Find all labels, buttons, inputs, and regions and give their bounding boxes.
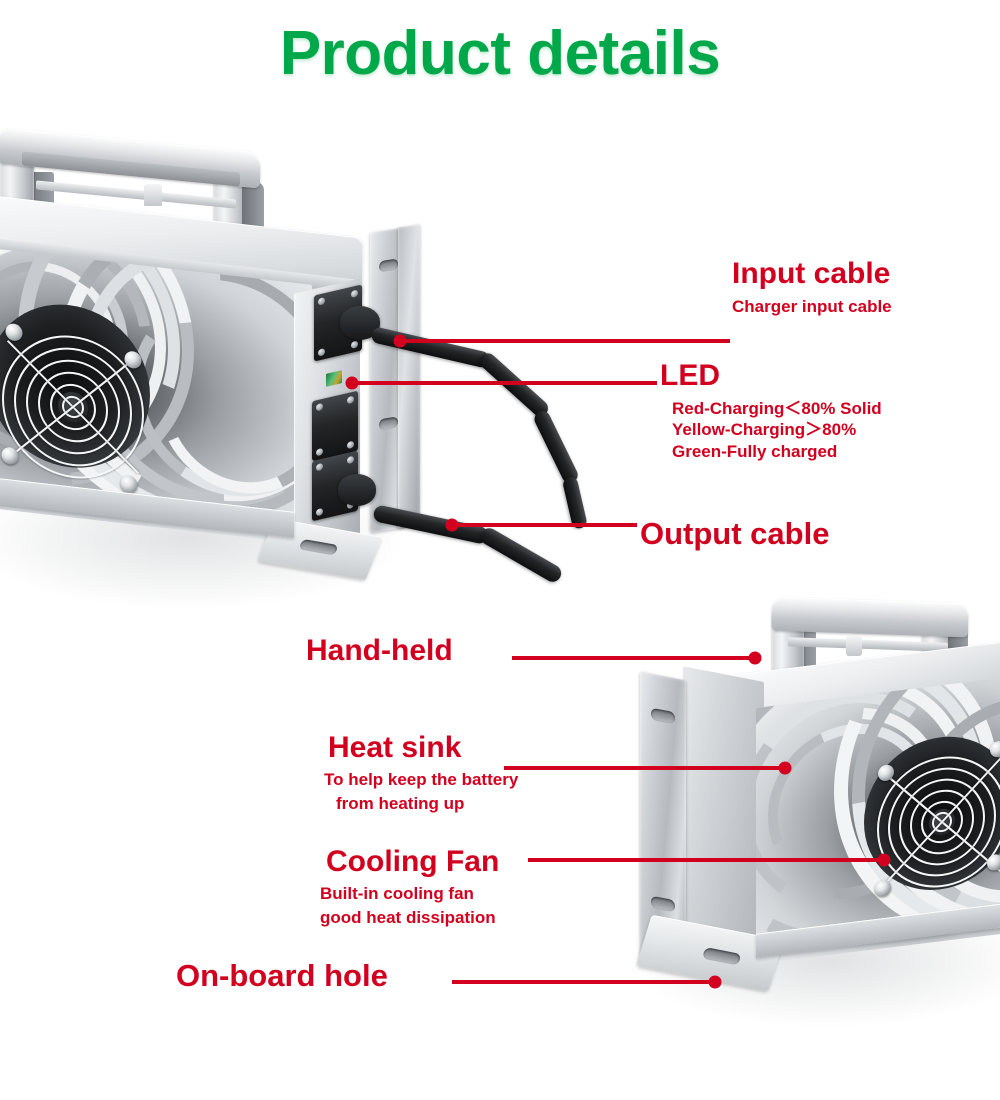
leader-dot-output-cable [445, 518, 459, 532]
rear-side-wall [682, 666, 764, 950]
leader-dot-on-board-hole [708, 975, 722, 989]
grille-screw [874, 879, 891, 898]
handle-tab [846, 636, 862, 656]
leader-dot-led [345, 376, 359, 390]
callout-subline: Charger input cable [732, 296, 892, 316]
bracket-slot [651, 895, 675, 913]
callout-input-cable: Input cable Charger input cable [732, 258, 892, 317]
callout-subline: good heat dissipation [320, 908, 496, 928]
callout-subline: Red-Charging＜80% Solid [672, 398, 882, 418]
callout-heat-sink: Heat sink To help keep the battery from … [324, 731, 518, 815]
leader-dot-cooling-fan [877, 853, 891, 867]
leader-dot-input-cable [393, 334, 407, 348]
leader-line-output-cable [452, 523, 637, 527]
callout-subline: To help keep the battery [324, 769, 519, 789]
callout-hand-held: Hand-held [306, 635, 453, 667]
cooling-fan-grille-front [0, 312, 158, 501]
page-title: Product details [279, 19, 721, 88]
leader-line-led [352, 381, 657, 385]
leader-line-hand-held [512, 656, 757, 660]
callout-title: On-board hole [176, 958, 388, 993]
bracket-slot [379, 258, 398, 273]
callout-title: Cooling Fan [326, 845, 500, 878]
mid-connector-block [312, 390, 358, 462]
callout-output-cable: Output cable [640, 516, 830, 551]
output-cable-boot [338, 474, 376, 506]
grille-screw [987, 853, 1000, 872]
leader-line-input-cable [400, 339, 730, 343]
leader-line-heat-sink [504, 766, 787, 770]
foot-slot [298, 538, 339, 556]
bracket-slot [651, 707, 675, 725]
leader-line-on-board-hole [452, 980, 717, 984]
callout-title: Input cable [732, 257, 891, 290]
callout-title: Heat sink [328, 731, 462, 764]
callout-title: LED [660, 359, 720, 392]
grille-screw [990, 740, 1000, 759]
callout-subline: Green-Fully charged [672, 442, 838, 461]
handle-tab [144, 184, 162, 206]
callout-subline: from heating up [336, 794, 465, 814]
callout-led: LED Red-Charging＜80% Solid Yellow-Chargi… [660, 360, 882, 463]
leader-dot-hand-held [748, 651, 762, 665]
handle-leg-shadow-right [242, 182, 264, 234]
callout-title: Output cable [640, 516, 830, 551]
callout-subline: Yellow-Charging＞80% [672, 420, 857, 440]
handle-bar [772, 596, 968, 638]
callout-subline: Built-in cooling fan [320, 883, 474, 903]
on-board-hole-slot [701, 947, 742, 966]
cooling-fan-grille-rear [864, 734, 1000, 909]
callout-title: Hand-held [306, 634, 453, 667]
leader-dot-heat-sink [778, 761, 792, 775]
output-cable-run [372, 500, 574, 590]
callout-cooling-fan: Cooling Fan Built-in cooling fan good he… [320, 845, 500, 929]
callout-on-board-hole: On-board hole [176, 958, 388, 993]
leader-line-cooling-fan [528, 858, 886, 862]
